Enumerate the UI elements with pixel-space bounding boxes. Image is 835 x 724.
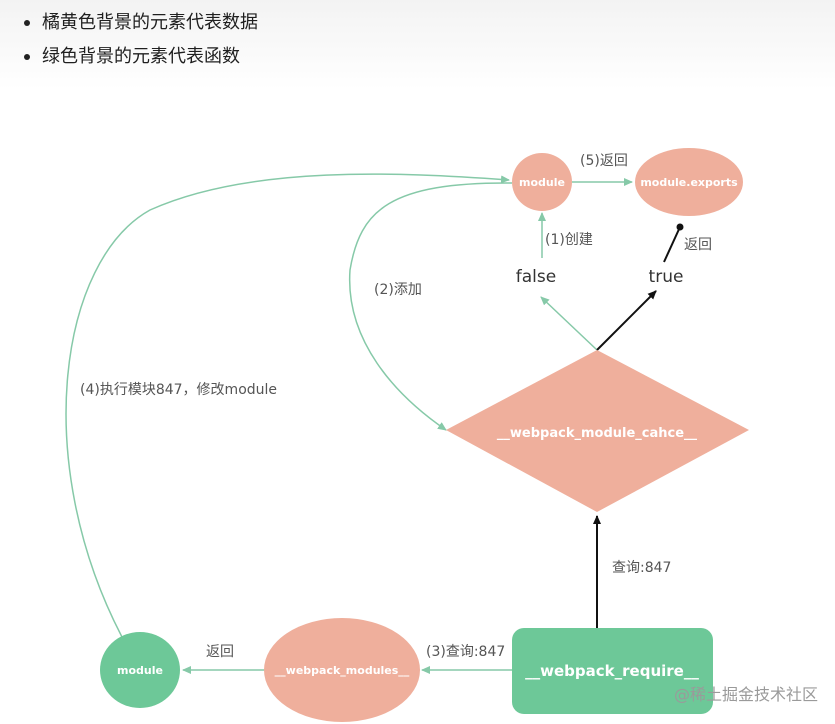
- watermark-text: @稀土掘金技术社区: [674, 685, 818, 704]
- bullet-icon: [24, 20, 30, 26]
- branch-true-label: true: [649, 267, 684, 287]
- edge-add-curve: [348, 182, 513, 431]
- edge-label-query-cache: 查询:847: [612, 560, 671, 576]
- edge-label-query-modules: (3)查询:847: [426, 644, 505, 660]
- edge-label-add: (2)添加: [374, 282, 422, 298]
- edge-diamond-to-false: [540, 296, 598, 351]
- module-bottom-node: [100, 632, 180, 708]
- webpack-modules-label: __webpack_modules__: [275, 664, 410, 677]
- edge-label-execute: (4)执行模块847，修改module: [80, 382, 277, 398]
- edge-label-create: (1)创建: [545, 232, 593, 248]
- legend-item-data-label: 橘黄色背景的元素代表数据: [42, 12, 258, 33]
- edge-label-return-bottom: 返回: [206, 644, 234, 660]
- module-exports-node: [635, 148, 743, 216]
- webpack-require-node: [512, 628, 713, 714]
- edge-label-return-top: (5)返回: [580, 153, 628, 169]
- edge-module-to-module-curve: [65, 173, 510, 638]
- legend-item: 绿色背景的元素代表函数: [18, 40, 258, 74]
- module-bottom-label: module: [117, 664, 163, 677]
- module-exports-label: module.exports: [640, 176, 738, 189]
- legend-list: 橘黄色背景的元素代表数据 绿色背景的元素代表函数: [18, 6, 258, 74]
- edge-label-return-true: 返回: [684, 237, 712, 253]
- top-band: [0, 0, 835, 90]
- edge-true-to-exports: [663, 226, 681, 263]
- legend-item: 橘黄色背景的元素代表数据: [18, 6, 258, 40]
- module-top-node: [512, 153, 572, 211]
- edge-true-dot: [676, 223, 684, 231]
- branch-false-label: false: [516, 267, 556, 287]
- legend-item-function-label: 绿色背景的元素代表函数: [42, 46, 240, 67]
- module-top-label: module: [519, 176, 565, 189]
- edge-diamond-to-true: [596, 290, 657, 351]
- webpack-modules-node: [264, 618, 420, 722]
- bullet-icon: [24, 54, 30, 60]
- webpack-require-label: __webpack_require__: [525, 662, 699, 680]
- cache-diamond-node: [446, 350, 749, 512]
- cache-diamond-label: __webpack_module_cahce__: [497, 426, 698, 441]
